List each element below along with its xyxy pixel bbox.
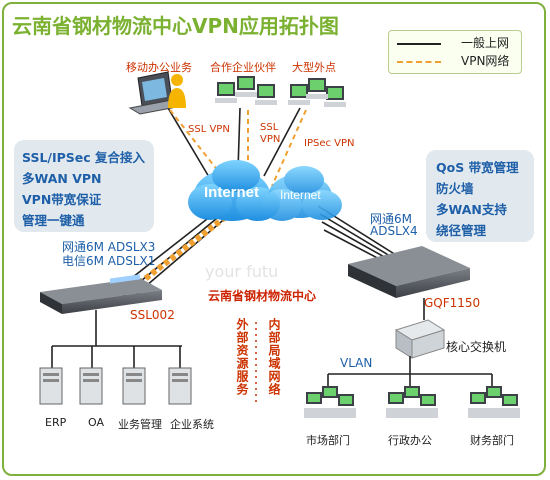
mobile-user-icon bbox=[168, 74, 186, 108]
label-ssl-top: SSL bbox=[260, 122, 279, 133]
laptop-icon bbox=[128, 71, 184, 115]
department-pcs-icons bbox=[304, 386, 520, 418]
legend-solid-line bbox=[397, 43, 441, 45]
external-resources-label: 外部资源服务 bbox=[235, 318, 249, 396]
watermark-text: your futu bbox=[205, 262, 279, 281]
feature-right-4: 绕径管理 bbox=[436, 223, 487, 238]
label-core-switch: 核心交换机 bbox=[446, 340, 507, 354]
internet-cloud-right bbox=[262, 166, 342, 221]
server-icons bbox=[39, 367, 192, 405]
internal-lan-label: 内部局域网络 bbox=[267, 318, 281, 396]
feature-left-2: 多WAN VPN bbox=[22, 171, 102, 186]
label-vpn-below: VPN bbox=[260, 134, 281, 145]
link-outlet-internet bbox=[263, 107, 301, 177]
vpn-ssl002 bbox=[126, 209, 234, 295]
link-mobile-internet bbox=[167, 107, 213, 183]
link-label-right-2: ADSLX4 bbox=[370, 224, 418, 238]
vpn-links bbox=[126, 109, 307, 295]
legend: 一般上网 VPN网络 bbox=[388, 30, 522, 74]
vpn-mobile bbox=[169, 109, 231, 187]
label-ipsec-vpn: IPSec VPN bbox=[304, 138, 355, 149]
ssl002-router-icon bbox=[40, 274, 162, 314]
feature-left-4: 管理一键通 bbox=[22, 213, 85, 228]
feature-left-1: SSL/IPSec 复合接入 bbox=[22, 150, 146, 165]
legend-dashed-label: VPN网络 bbox=[461, 54, 510, 68]
label-partner: 合作企业伙伴 bbox=[210, 61, 276, 74]
label-outlet: 大型外点 bbox=[292, 61, 336, 74]
features-box-right: QoS 带宽管理 防火墙 多WAN支持 绕径管理 bbox=[426, 150, 534, 242]
label-gqf1150: GQF1150 bbox=[424, 296, 481, 310]
core-switch-icon bbox=[394, 319, 446, 359]
center-label: 云南省钢材物流中心 bbox=[208, 289, 317, 303]
server-oa-label: OA bbox=[88, 416, 104, 429]
server-bus bbox=[51, 310, 182, 368]
label-ssl002: SSL002 bbox=[130, 308, 175, 322]
vpn-outlet bbox=[271, 109, 307, 187]
label-mobile: 移动办公业务 bbox=[126, 61, 192, 74]
department-market-label: 市场部门 bbox=[306, 434, 350, 447]
label-ssl-vpn-left: SSL VPN bbox=[188, 124, 230, 135]
feature-right-2: 防火墙 bbox=[436, 181, 474, 196]
department-bus bbox=[327, 356, 493, 386]
vlan-label: VLAN bbox=[340, 356, 373, 370]
partner-pcs-icon bbox=[215, 76, 277, 105]
legend-dashed-line bbox=[397, 61, 441, 63]
feature-right-1: QoS 带宽管理 bbox=[436, 160, 519, 175]
link-label-right-1: 网通6M bbox=[370, 212, 412, 226]
link-partner-internet bbox=[237, 107, 241, 171]
link-label-left-1: 网通6M ADSLX3 bbox=[62, 240, 156, 254]
gqf1150-router-icon bbox=[348, 246, 470, 298]
department-admin-label: 行政办公 bbox=[388, 434, 432, 447]
diagram-title: 云南省钢材物流中心VPN应用拓扑图 bbox=[12, 14, 339, 38]
server-erp-label: ERP bbox=[45, 416, 67, 429]
internet-label-left: Internet bbox=[204, 184, 260, 201]
link-label-left-2: 电信6M ADSLX1 bbox=[62, 254, 156, 268]
outlet-pcs-icon bbox=[288, 78, 346, 107]
feature-left-3: VPN带宽保证 bbox=[22, 192, 102, 207]
feature-right-3: 多WAN支持 bbox=[436, 202, 507, 217]
department-finance-label: 财务部门 bbox=[470, 434, 514, 447]
internet-label-right: Internet bbox=[280, 188, 321, 202]
server-enterprise-label: 企业系统 bbox=[170, 418, 214, 431]
features-box-left: SSL/IPSec 复合接入 多WAN VPN VPN带宽保证 管理一键通 bbox=[14, 140, 154, 232]
server-business-label: 业务管理 bbox=[118, 418, 162, 431]
legend-solid-label: 一般上网 bbox=[461, 36, 510, 50]
